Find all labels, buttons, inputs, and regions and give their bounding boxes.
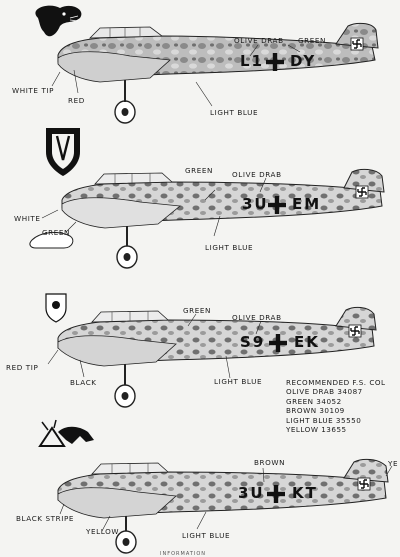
- aircraft-4-code-right: KT: [292, 484, 318, 502]
- aircraft-3: [45, 293, 377, 408]
- aircraft-2: [29, 128, 385, 269]
- aircraft-3-code-right: EK: [294, 333, 320, 351]
- label-black-stripe: BLACK STRIPE: [16, 514, 75, 523]
- label-olive-drab: OLIVE DRAB: [234, 36, 284, 45]
- footer-text: INFORMATION: [160, 551, 207, 557]
- label-red-tip: RED TIP: [6, 363, 39, 372]
- label-green-clog: GREEN: [42, 228, 71, 237]
- label-olive-drab: OLIVE DRAB: [232, 313, 282, 322]
- legend-item: LIGHT BLUE 35550: [286, 415, 362, 425]
- aircraft-4: [38, 419, 389, 554]
- label-white: WHITE: [14, 214, 41, 223]
- legend-item: BROWN 30109: [286, 406, 345, 416]
- legend-item: GREEN 34052: [286, 396, 342, 406]
- label-white-tip: WHITE TIP: [12, 86, 55, 95]
- aircraft-1-code-right: DY: [290, 52, 317, 70]
- aircraft-1-code-left: L1: [240, 52, 264, 70]
- aircraft-1: [35, 5, 379, 124]
- legend-item: OLIVE DRAB 34087: [286, 387, 363, 397]
- legend-item: YELLOW 13655: [286, 425, 347, 435]
- label-green: GREEN: [185, 166, 214, 175]
- label-black: BLACK: [70, 378, 97, 387]
- leader-lines: [41, 44, 393, 532]
- label-olive-drab: OLIVE DRAB: [232, 170, 282, 179]
- label-light-blue: LIGHT BLUE: [210, 108, 259, 117]
- aircraft-2-code-left: 3U: [242, 195, 269, 213]
- aircraft-4-code-left: 3U: [238, 484, 265, 502]
- label-yellow: YELLOW: [86, 527, 120, 536]
- color-legend: RECOMMENDED F.S. COL OLIVE DRAB 34087 GR…: [286, 378, 386, 434]
- label-light-blue: LIGHT BLUE: [182, 531, 231, 540]
- aircraft-3-code-left: S9: [240, 333, 266, 351]
- label-green: GREEN: [298, 36, 327, 45]
- label-light-blue: LIGHT BLUE: [214, 377, 263, 386]
- label-red: RED: [68, 96, 85, 105]
- label-light-blue: LIGHT BLUE: [205, 243, 254, 252]
- label-green: GREEN: [183, 306, 212, 315]
- label-ye: YE: [388, 459, 399, 468]
- legend-title: RECOMMENDED F.S. COL: [286, 378, 386, 387]
- label-brown: BROWN: [254, 458, 286, 467]
- aircraft-2-code-right: EM: [292, 195, 322, 213]
